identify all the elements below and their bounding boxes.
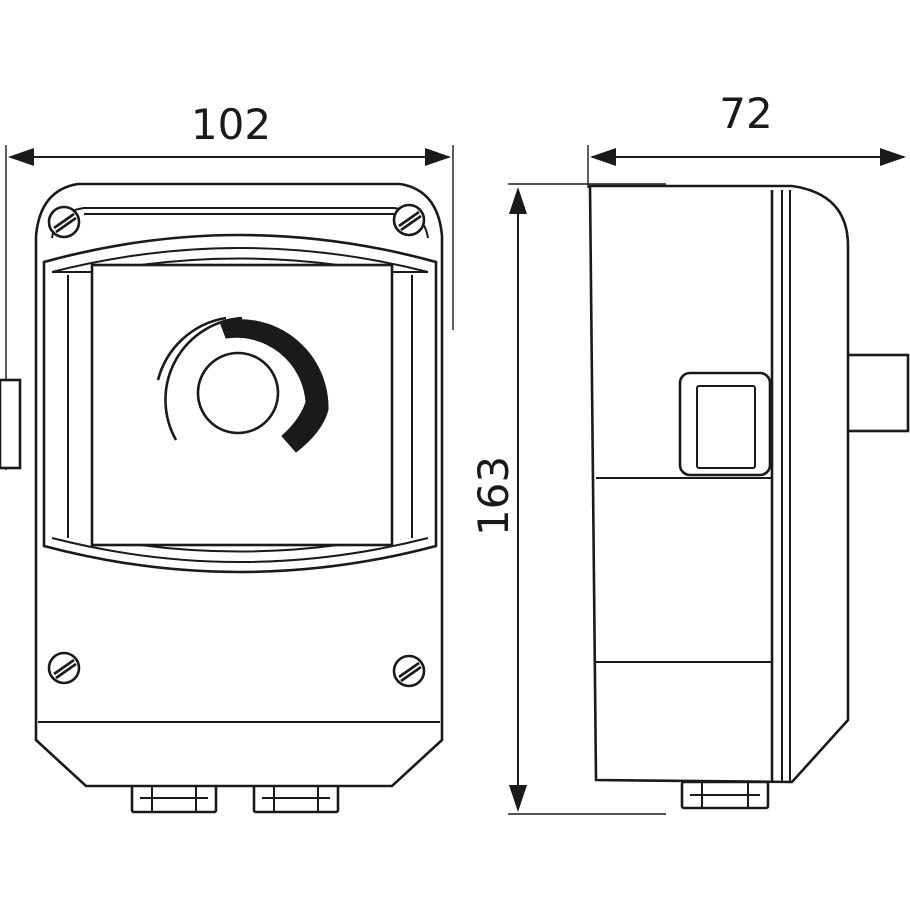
front-view [0, 182, 444, 814]
bottom-gland-right [252, 782, 340, 814]
height-label: 163 [469, 456, 518, 536]
panel-bottom-curve [139, 544, 339, 553]
panel-top-curve [139, 257, 339, 266]
depth-arrow-left [590, 148, 616, 166]
latch-frame [678, 371, 772, 477]
side-housing [588, 184, 850, 784]
cover-arc-bottom [51, 537, 429, 563]
screw-top-left-icon [47, 205, 81, 239]
latch-window [696, 385, 756, 469]
height-dimension: 163 [469, 183, 666, 815]
right-side-gland [844, 353, 910, 433]
depth-dimension: 72 [587, 89, 906, 188]
cover-frame [42, 233, 438, 574]
width-label: 102 [191, 100, 271, 149]
left-side-gland [0, 378, 22, 470]
screw-top-right-icon [392, 203, 426, 237]
width-arrow-left [8, 148, 34, 166]
depth-arrow-right [880, 148, 906, 166]
width-arrow-right [425, 148, 451, 166]
height-arrow-bottom [509, 785, 527, 812]
height-arrow-top [509, 187, 527, 214]
control-panel [90, 263, 394, 547]
width-dimension: 102 [5, 100, 454, 470]
dial-scale-arc [156, 316, 227, 381]
screw-bottom-left-icon [47, 651, 81, 685]
dial-scale-wedge [219, 319, 329, 453]
front-housing [34, 182, 444, 788]
depth-label: 72 [719, 89, 772, 138]
side-view [588, 184, 910, 810]
dial-knob [196, 351, 280, 435]
screw-bottom-right-icon [392, 654, 426, 688]
cover-arc-top [51, 247, 429, 273]
bottom-gland-left [130, 782, 218, 814]
dial [156, 316, 329, 453]
side-bottom-gland [680, 780, 770, 810]
